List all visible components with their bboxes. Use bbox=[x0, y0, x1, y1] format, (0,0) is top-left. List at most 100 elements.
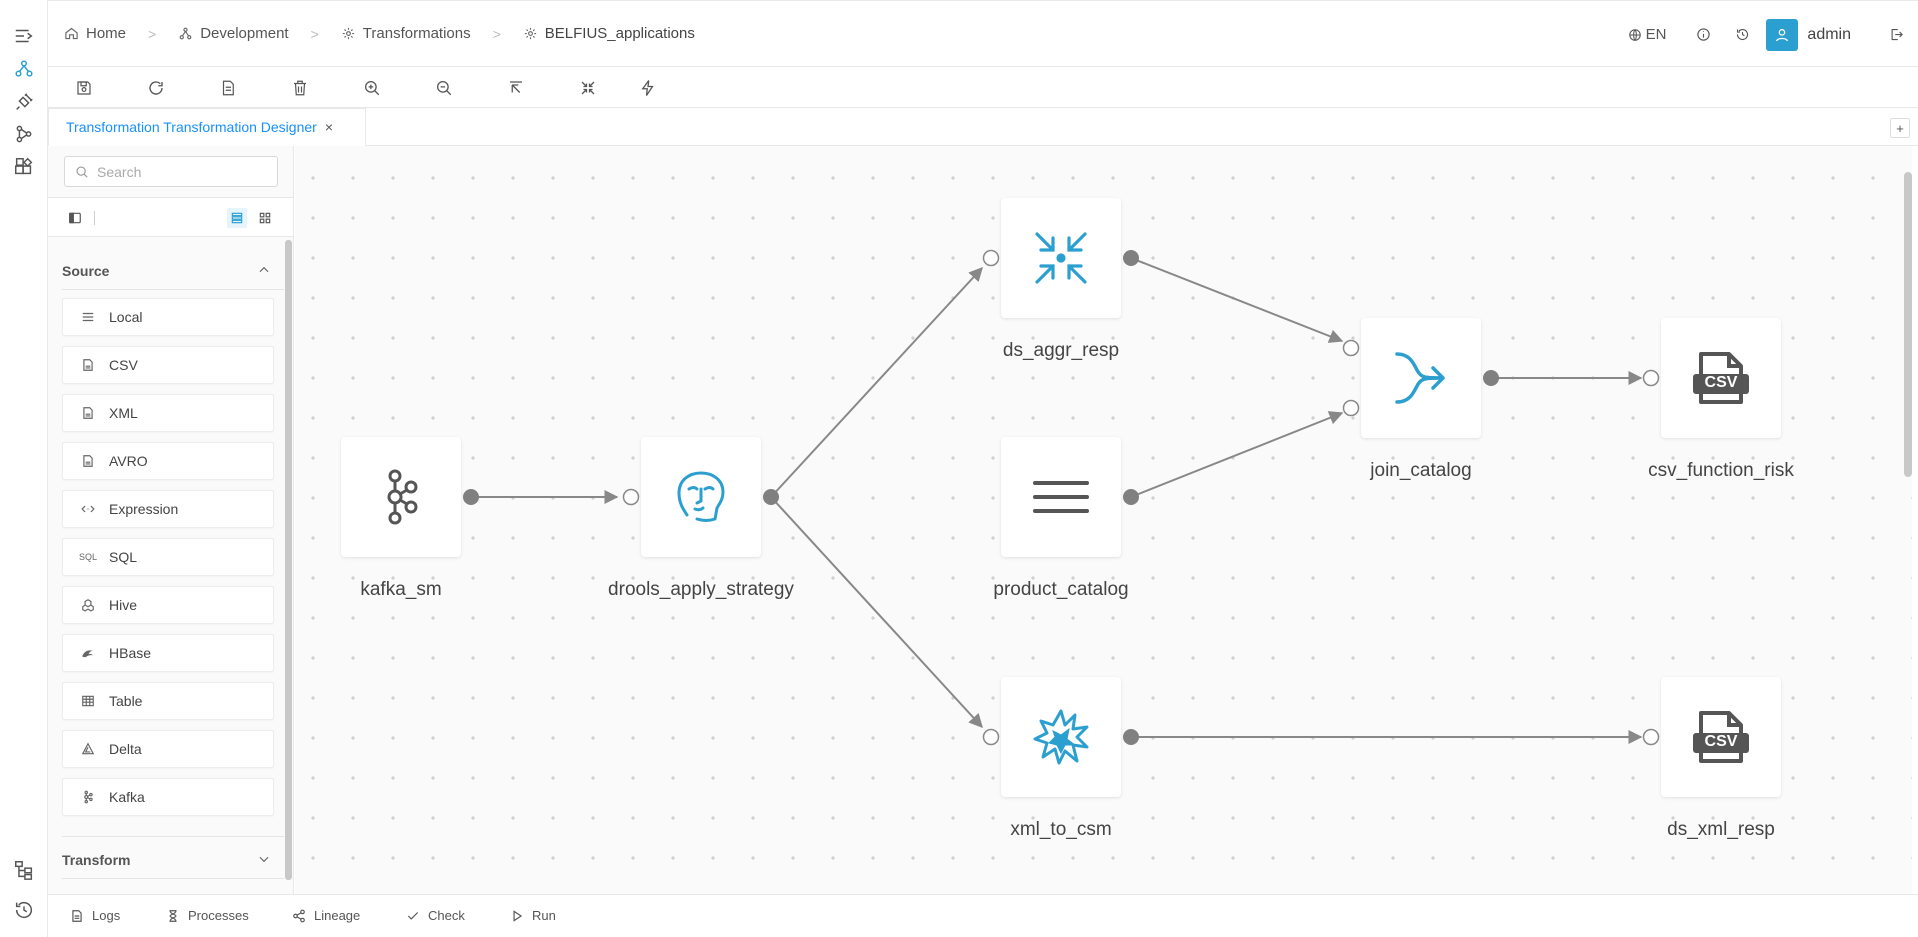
palette-item-table[interactable]: Table bbox=[62, 682, 274, 720]
palette-item-label: Local bbox=[109, 309, 143, 325]
check-icon bbox=[407, 911, 419, 920]
add-tab-button[interactable]: + bbox=[1890, 118, 1910, 138]
collapse-panel-button[interactable] bbox=[65, 208, 85, 228]
port-out[interactable] bbox=[1123, 729, 1139, 745]
edge-catalog-to-join[interactable] bbox=[1130, 411, 1344, 498]
delete-button[interactable] bbox=[288, 76, 312, 100]
port-in[interactable] bbox=[982, 249, 1000, 267]
component-palette: Source Local CSV XML AVRO Expression SQL… bbox=[48, 146, 294, 894]
refresh-icon bbox=[149, 81, 163, 95]
node-join-catalog[interactable] bbox=[1361, 318, 1481, 438]
share-icon bbox=[293, 909, 305, 922]
tree-nav-icon[interactable] bbox=[10, 856, 38, 884]
tab-close-icon[interactable]: × bbox=[324, 119, 333, 135]
check-button[interactable]: Check bbox=[406, 908, 465, 923]
logout-button[interactable] bbox=[1889, 27, 1904, 42]
left-rail bbox=[0, 0, 48, 937]
logs-button[interactable]: Logs bbox=[70, 908, 120, 923]
palette-item-label: SQL bbox=[109, 549, 138, 565]
palette-item-local[interactable]: Local bbox=[62, 298, 274, 336]
node-ds-xml-resp[interactable]: CSV bbox=[1661, 677, 1781, 797]
edge-drools-to-aggr[interactable] bbox=[770, 266, 983, 498]
tab-label: Transformation Transformation Designer bbox=[66, 119, 317, 135]
breadcrumb-separator: > bbox=[148, 25, 157, 42]
language-selector[interactable]: EN bbox=[1628, 26, 1666, 43]
chevron-down-icon[interactable] bbox=[257, 852, 271, 866]
breadcrumb-home[interactable]: Home bbox=[64, 25, 126, 42]
lineage-button[interactable]: Lineage bbox=[292, 908, 360, 923]
breadcrumb-label: BELFIUS_applications bbox=[544, 25, 695, 42]
node-ds-aggr-resp[interactable] bbox=[1001, 198, 1121, 318]
run-flash-button[interactable] bbox=[636, 76, 660, 100]
edge-drools-to-xmlcsm[interactable] bbox=[770, 496, 983, 729]
palette-item-expression[interactable]: Expression bbox=[62, 490, 274, 528]
palette-item-sql[interactable]: SQL SQL bbox=[62, 538, 274, 576]
port-in[interactable] bbox=[1642, 728, 1660, 746]
node-drools-apply-strategy[interactable] bbox=[641, 437, 761, 557]
port-in[interactable] bbox=[1342, 339, 1360, 357]
palette-item-kafka[interactable]: Kafka bbox=[62, 778, 274, 816]
node-product-catalog[interactable] bbox=[1001, 437, 1121, 557]
kafka-icon bbox=[79, 790, 97, 804]
port-out[interactable] bbox=[463, 489, 479, 505]
fit-button[interactable] bbox=[504, 76, 528, 100]
node-csv-function-risk[interactable]: CSV bbox=[1661, 318, 1781, 438]
palette-scrollbar[interactable] bbox=[285, 240, 292, 880]
bottom-label: Check bbox=[428, 908, 465, 923]
palette-item-hbase[interactable]: HBase bbox=[62, 634, 274, 672]
compress-button[interactable] bbox=[576, 76, 600, 100]
palette-item-xml[interactable]: XML bbox=[62, 394, 274, 432]
breadcrumb-belfius-applications[interactable]: BELFIUS_applications bbox=[523, 25, 695, 42]
history-nav-icon[interactable] bbox=[10, 896, 38, 924]
apps-nav-icon[interactable] bbox=[10, 153, 38, 181]
sql-icon: SQL bbox=[79, 552, 98, 562]
palette-item-delta[interactable]: Delta bbox=[62, 730, 274, 768]
palette-item-label: Delta bbox=[109, 741, 142, 757]
breadcrumb-transformations[interactable]: Transformations bbox=[341, 25, 471, 42]
port-out[interactable] bbox=[763, 489, 779, 505]
chevron-up-icon[interactable] bbox=[257, 263, 271, 277]
zoom-out-button[interactable] bbox=[432, 76, 456, 100]
node-kafka-sm[interactable] bbox=[341, 437, 461, 557]
refresh-button[interactable] bbox=[144, 76, 168, 100]
save-button[interactable] bbox=[72, 76, 96, 100]
zoom-in-button[interactable] bbox=[360, 76, 384, 100]
palette-item-hive[interactable]: Hive bbox=[62, 586, 274, 624]
list-view-icon bbox=[231, 212, 243, 224]
node-xml-to-csm[interactable] bbox=[1001, 677, 1121, 797]
port-out[interactable] bbox=[1483, 370, 1499, 386]
port-out[interactable] bbox=[1123, 489, 1139, 505]
port-in[interactable] bbox=[1342, 399, 1360, 417]
designer-nav-icon[interactable] bbox=[10, 55, 38, 83]
branch-nav-icon[interactable] bbox=[10, 120, 38, 148]
merge-icon bbox=[1395, 352, 1445, 404]
search-icon bbox=[76, 165, 88, 178]
hbase-icon bbox=[79, 646, 97, 660]
list-view-button[interactable] bbox=[227, 208, 247, 228]
bottom-label: Run bbox=[532, 908, 556, 923]
search-input[interactable] bbox=[97, 163, 267, 180]
menu-toggle-icon[interactable] bbox=[10, 22, 38, 50]
run-button[interactable]: Run bbox=[510, 908, 556, 923]
node-label: xml_to_csm bbox=[1010, 819, 1112, 840]
plug-nav-icon[interactable] bbox=[10, 88, 38, 116]
info-button[interactable] bbox=[1696, 27, 1711, 42]
port-in[interactable] bbox=[1642, 369, 1660, 387]
breadcrumb-development[interactable]: Development bbox=[178, 25, 289, 42]
palette-item-avro[interactable]: AVRO bbox=[62, 442, 274, 480]
tab-transformation-designer[interactable]: Transformation Transformation Designer × bbox=[48, 108, 366, 146]
canvas-scrollbar[interactable] bbox=[1904, 172, 1912, 477]
history-button[interactable] bbox=[1735, 27, 1750, 42]
logout-icon bbox=[1891, 28, 1903, 41]
designer-canvas[interactable]: kafka_sm drools_apply_strategy ds_aggr_r… bbox=[295, 146, 1912, 894]
user-menu[interactable]: admin bbox=[1766, 18, 1851, 51]
port-in[interactable] bbox=[982, 728, 1000, 746]
grid-view-button[interactable] bbox=[255, 208, 275, 228]
port-in[interactable] bbox=[622, 488, 640, 506]
tab-bar: Transformation Transformation Designer ×… bbox=[48, 108, 1918, 146]
processes-button[interactable]: Processes bbox=[166, 908, 249, 923]
document-button[interactable] bbox=[216, 76, 240, 100]
edge-aggr-to-join[interactable] bbox=[1130, 257, 1344, 343]
palette-item-csv[interactable]: CSV bbox=[62, 346, 274, 384]
port-out[interactable] bbox=[1123, 250, 1139, 266]
